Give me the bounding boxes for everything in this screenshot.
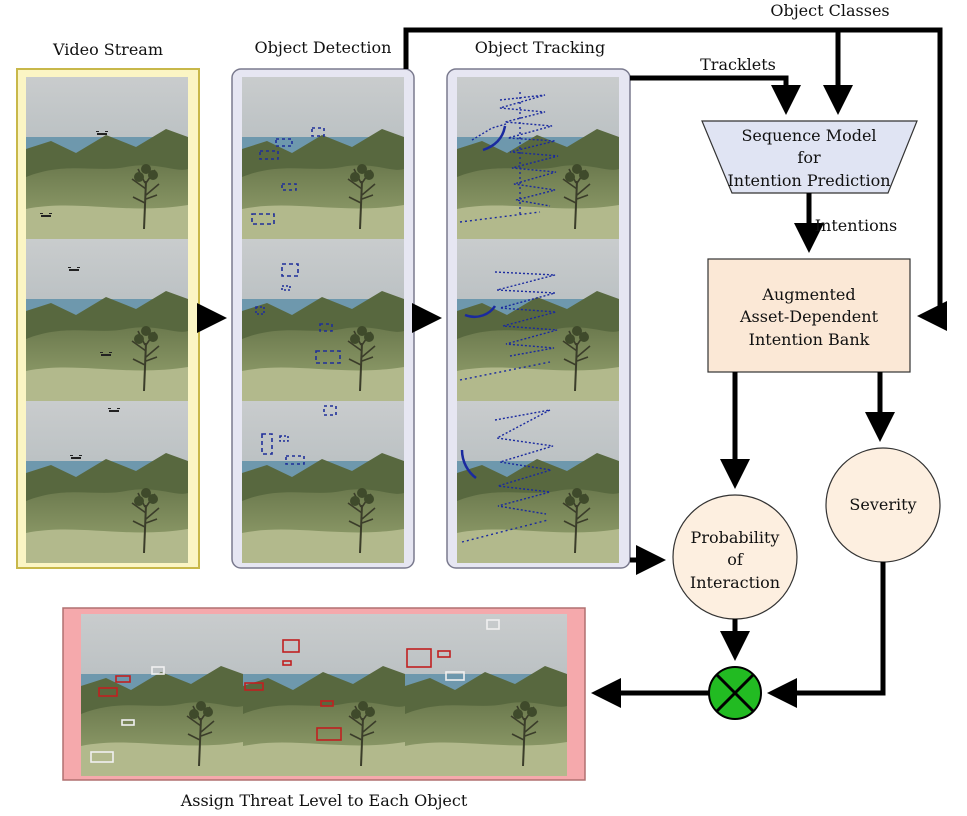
- sequence-model-line-1: Sequence Model: [741, 126, 876, 145]
- intention-bank-line-1: Augmented: [761, 285, 855, 304]
- threat-output-panel: [62, 607, 586, 781]
- probability-line-3: Interaction: [690, 573, 780, 592]
- sequence-model-node: Sequence Model for Intention Prediction: [701, 120, 918, 194]
- intentions-label: Intentions: [815, 216, 898, 235]
- flow-arrows: [197, 27, 947, 708]
- sequence-model-line-2: for: [797, 148, 821, 167]
- intention-bank-line-2: Asset-Dependent: [739, 307, 879, 326]
- video-stream-title: Video Stream: [52, 40, 163, 59]
- video-stream-panel: [16, 68, 200, 569]
- tracklets-label: Tracklets: [700, 55, 776, 74]
- object-detection-panel: [231, 68, 415, 569]
- track-lines: [459, 92, 559, 543]
- probability-node: Probability of Interaction: [672, 494, 798, 620]
- object-tracking-panel: [446, 68, 631, 569]
- object-detection-title: Object Detection: [255, 38, 392, 57]
- intention-bank-node: Augmented Asset-Dependent Intention Bank: [707, 258, 911, 373]
- object-tracking-title: Object Tracking: [475, 38, 605, 57]
- output-caption: Assign Threat Level to Each Object: [180, 791, 468, 810]
- probability-line-1: Probability: [691, 528, 780, 547]
- object-classes-label: Object Classes: [770, 1, 889, 20]
- intention-bank-line-3: Intention Bank: [749, 330, 870, 349]
- probability-line-2: of: [727, 550, 744, 569]
- multiply-cross-icon: [708, 666, 762, 720]
- severity-node: Severity: [825, 447, 941, 563]
- sequence-model-line-3: Intention Prediction: [727, 171, 890, 190]
- severity-label: Severity: [849, 495, 916, 514]
- threat-boxes: [90, 619, 500, 763]
- detection-boxes: [251, 127, 341, 465]
